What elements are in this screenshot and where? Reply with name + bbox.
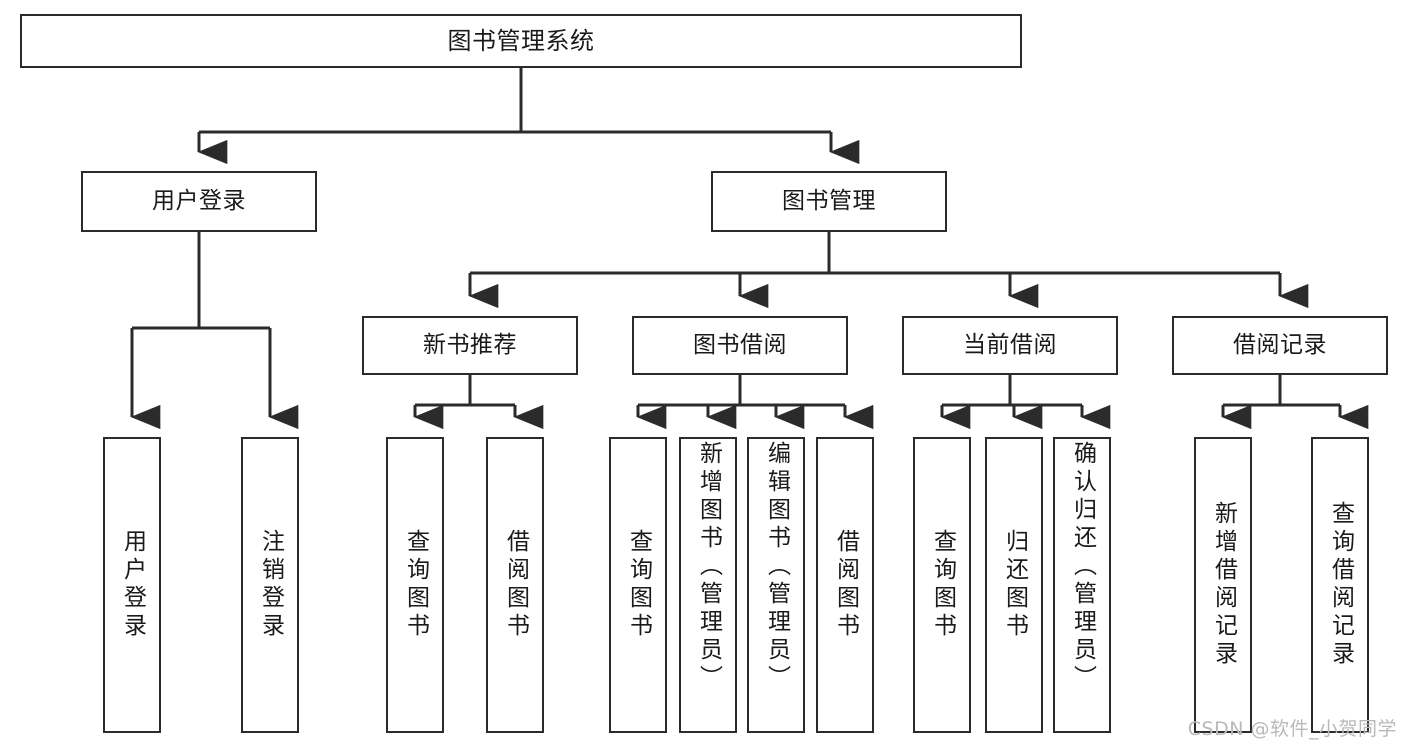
node-leaf-query-borrow-record[interactable]: 查询借阅记录 <box>1311 437 1369 733</box>
node-leaf-add-borrow-record[interactable]: 新增借阅记录 <box>1194 437 1252 733</box>
node-leaf-add-book-admin[interactable]: 新增图书（管理员） <box>679 437 737 733</box>
node-leaf-query-book-1[interactable]: 查询图书 <box>386 437 444 733</box>
node-book-borrow[interactable]: 图书借阅 <box>632 316 848 375</box>
node-label: 借阅记录 <box>1233 331 1327 358</box>
node-label: 编辑图书（管理员） <box>763 441 790 693</box>
node-label: 新增借阅记录 <box>1210 501 1237 669</box>
node-label: 图书管理 <box>782 187 876 214</box>
node-leaf-logout-login[interactable]: 注销登录 <box>241 437 299 733</box>
node-label: 注销登录 <box>257 529 284 641</box>
node-label: 归还图书 <box>1001 529 1028 641</box>
node-label: 确认归还（管理员） <box>1069 441 1096 693</box>
node-leaf-borrow-book-1[interactable]: 借阅图书 <box>486 437 544 733</box>
node-borrow-record[interactable]: 借阅记录 <box>1172 316 1388 375</box>
node-label: 图书管理系统 <box>447 26 595 55</box>
node-leaf-query-book-3[interactable]: 查询图书 <box>913 437 971 733</box>
node-label: 新增图书（管理员） <box>695 441 722 693</box>
node-current-borrow[interactable]: 当前借阅 <box>902 316 1118 375</box>
watermark-text: CSDN @软件_小贺同学 <box>1187 718 1397 740</box>
node-leaf-query-book-2[interactable]: 查询图书 <box>609 437 667 733</box>
node-label: 当前借阅 <box>963 331 1057 358</box>
node-label: 新书推荐 <box>423 331 517 358</box>
node-label: 用户登录 <box>119 529 146 641</box>
node-book-manage[interactable]: 图书管理 <box>711 171 947 232</box>
node-label: 查询借阅记录 <box>1327 501 1354 669</box>
node-label: 查询图书 <box>402 529 429 641</box>
node-user-login[interactable]: 用户登录 <box>81 171 317 232</box>
node-root-system[interactable]: 图书管理系统 <box>20 14 1022 68</box>
node-label: 借阅图书 <box>832 529 859 641</box>
node-label: 借阅图书 <box>502 529 529 641</box>
node-leaf-confirm-return-admin[interactable]: 确认归还（管理员） <box>1053 437 1111 733</box>
node-new-book-recommend[interactable]: 新书推荐 <box>362 316 578 375</box>
node-leaf-return-book[interactable]: 归还图书 <box>985 437 1043 733</box>
node-label: 查询图书 <box>929 529 956 641</box>
node-leaf-borrow-book-2[interactable]: 借阅图书 <box>816 437 874 733</box>
node-leaf-edit-book-admin[interactable]: 编辑图书（管理员） <box>747 437 805 733</box>
node-leaf-user-login[interactable]: 用户登录 <box>103 437 161 733</box>
node-label: 用户登录 <box>152 187 246 214</box>
node-label: 查询图书 <box>625 529 652 641</box>
node-label: 图书借阅 <box>693 331 787 358</box>
